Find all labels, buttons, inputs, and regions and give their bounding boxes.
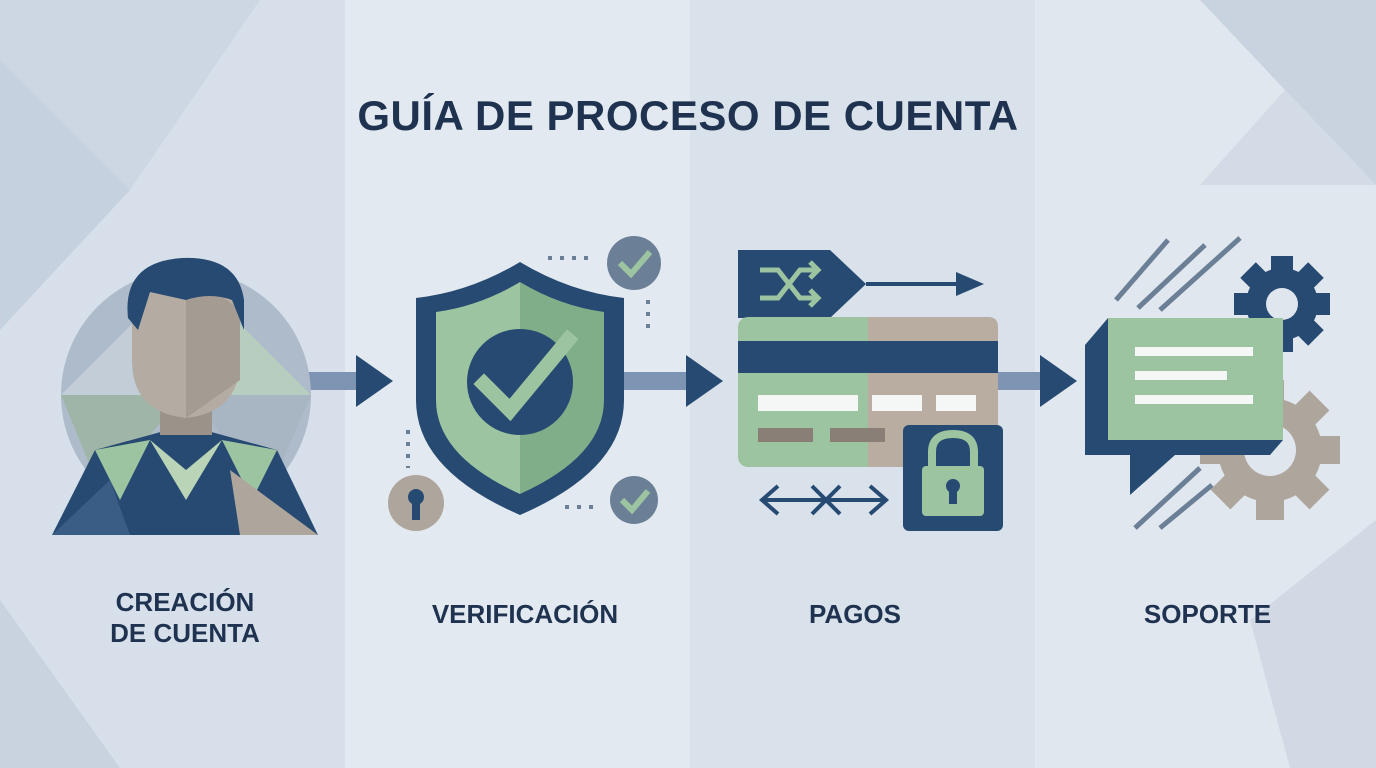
page-title: GUÍA DE PROCESO DE CUENTA [357, 92, 1019, 139]
user-avatar-icon [52, 257, 318, 535]
arrow-1-icon [300, 355, 393, 407]
shield-check-icon [388, 236, 661, 531]
step-label-verificacion: VERIFICACIÓN [431, 599, 619, 629]
arrow-3-icon [995, 355, 1077, 407]
credit-card-lock-icon [738, 250, 1003, 531]
arrow-2-icon [620, 355, 723, 407]
chat-gear-icon [1085, 236, 1340, 530]
step-label-pagos: PAGOS [809, 599, 901, 629]
step-label-creacion: CREACIÓN DE CUENTA [110, 587, 260, 648]
step-label-soporte: SOPORTE [1143, 599, 1272, 629]
